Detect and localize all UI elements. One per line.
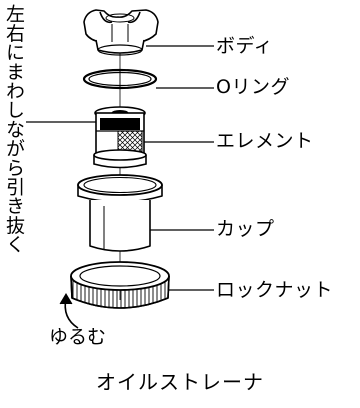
leader-lines bbox=[26, 45, 214, 291]
label-element: エレメント bbox=[216, 130, 314, 152]
side-instruction: 左右にまわしながら引き抜く bbox=[3, 4, 25, 254]
cup-part bbox=[77, 174, 163, 252]
o-ring-part bbox=[82, 68, 158, 90]
label-o-ring: Oリング bbox=[216, 76, 290, 98]
label-body: ボディ bbox=[216, 35, 274, 57]
body-part bbox=[83, 9, 159, 56]
label-cup: カップ bbox=[216, 218, 275, 240]
element-part bbox=[93, 106, 147, 169]
label-lock-nut: ロックナット bbox=[216, 279, 334, 301]
lock-nut-part bbox=[70, 261, 170, 309]
loosen-label: ゆるむ bbox=[49, 326, 107, 348]
loosen-arrow-icon bbox=[59, 293, 79, 329]
diagram-caption: オイルストレーナ bbox=[96, 370, 264, 394]
